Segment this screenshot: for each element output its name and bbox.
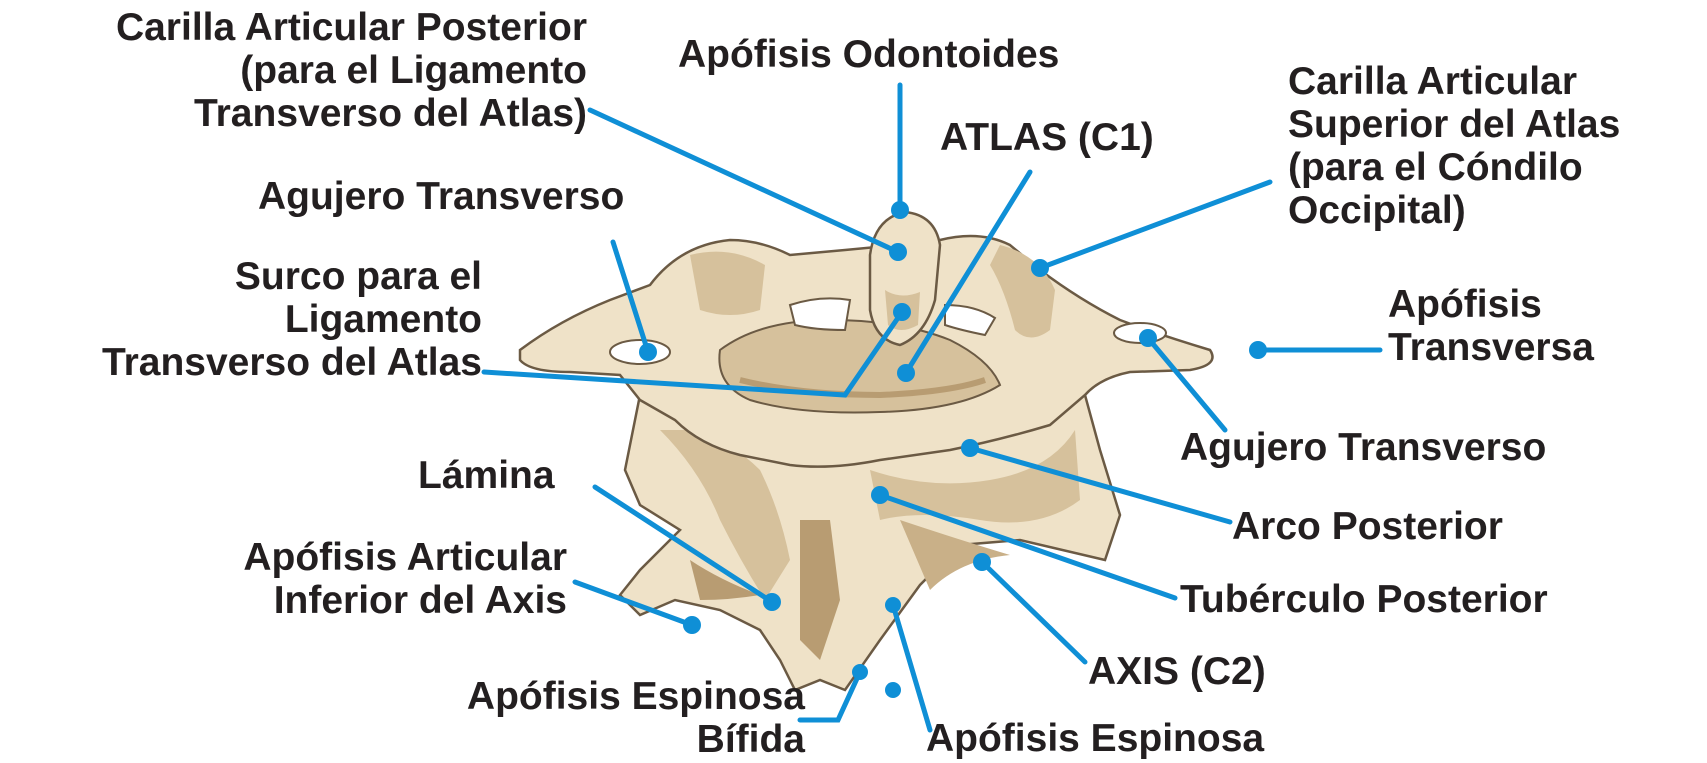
dot-agujero-transverso-right bbox=[1139, 329, 1157, 347]
label-atlas-c1: ATLAS (C1) bbox=[940, 116, 1154, 159]
dot-tuberculo-posterior bbox=[871, 486, 889, 504]
dot-surco bbox=[893, 303, 911, 321]
dot-axis bbox=[973, 553, 991, 571]
dot-espinosa bbox=[885, 597, 901, 613]
label-apofisis-espinosa: Apófisis Espinosa bbox=[926, 717, 1264, 760]
label-agujero-transverso-right: Agujero Transverso bbox=[1180, 426, 1546, 469]
dot-apofisis-articular-inferior bbox=[683, 616, 701, 634]
dot-carilla-posterior bbox=[889, 243, 907, 261]
leader-carilla-superior bbox=[1040, 182, 1270, 268]
label-apofisis-odontoides: Apófisis Odontoides bbox=[678, 33, 1059, 76]
label-agujero-transverso-left: Agujero Transverso bbox=[258, 175, 624, 218]
dot-apofisis-transversa bbox=[1249, 341, 1267, 359]
label-apofisis-espinosa-bifida: Apófisis Espinosa Bífida bbox=[467, 675, 805, 761]
dot-arco-posterior bbox=[961, 439, 979, 457]
leader-espinosa bbox=[893, 605, 930, 730]
dot-agujero-transverso-left bbox=[639, 343, 657, 361]
dot-atlas bbox=[897, 364, 915, 382]
label-apofisis-transversa: Apófisis Transversa bbox=[1388, 283, 1594, 369]
dot-carilla-superior bbox=[1031, 259, 1049, 277]
label-carilla-articular-superior: Carilla Articular Superior del Atlas (pa… bbox=[1288, 60, 1620, 232]
dot-espinosa-bifida-a bbox=[852, 664, 868, 680]
leader-carilla-posterior bbox=[590, 110, 898, 252]
label-axis-c2: AXIS (C2) bbox=[1088, 650, 1266, 693]
dot-espinosa-bifida-b bbox=[885, 682, 901, 698]
label-tuberculo-posterior: Tubérculo Posterior bbox=[1180, 578, 1548, 621]
leader-axis bbox=[982, 562, 1085, 662]
dot-lamina bbox=[763, 593, 781, 611]
dot-odontoides bbox=[891, 201, 909, 219]
label-arco-posterior: Arco Posterior bbox=[1232, 505, 1503, 548]
label-surco-ligamento-transverso: Surco para el Ligamento Transverso del A… bbox=[102, 255, 482, 384]
label-apofisis-articular-inferior: Apófisis Articular Inferior del Axis bbox=[243, 536, 567, 622]
label-lamina: Lámina bbox=[418, 454, 555, 497]
label-carilla-articular-posterior: Carilla Articular Posterior (para el Lig… bbox=[116, 6, 587, 135]
